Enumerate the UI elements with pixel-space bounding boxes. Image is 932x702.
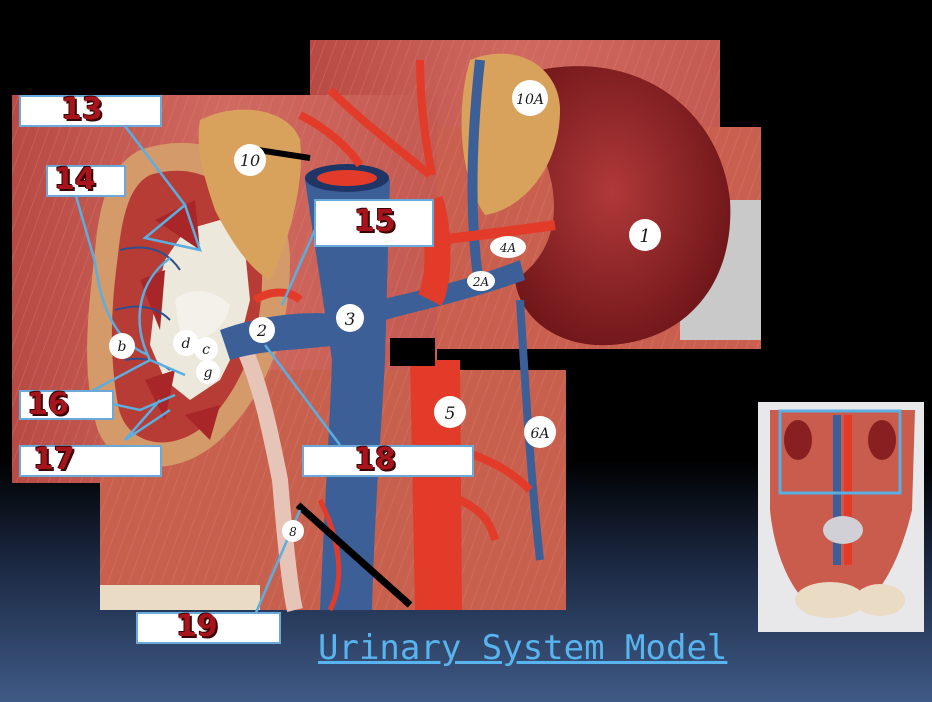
tag-3: 3 xyxy=(345,310,356,330)
label-18: 18 xyxy=(302,445,474,477)
tag-c: c xyxy=(202,342,210,358)
label-19-text: 19 xyxy=(176,609,218,644)
label-17: 17 xyxy=(19,445,162,477)
tag-8: 8 xyxy=(289,525,297,539)
tag-10a: 10A xyxy=(516,92,544,108)
label-13-text: 13 xyxy=(61,92,103,127)
label-16: 16 xyxy=(19,390,114,420)
kidney-section xyxy=(87,109,301,467)
label-17-text: 17 xyxy=(33,442,75,477)
label-14-text: 14 xyxy=(54,162,96,197)
vena-cava xyxy=(220,59,544,610)
tag-10: 10 xyxy=(240,151,260,170)
label-19: 19 xyxy=(136,612,281,644)
tag-1: 1 xyxy=(639,226,650,247)
title-link[interactable]: Urinary System Model xyxy=(318,628,728,668)
pointer-stick xyxy=(257,147,311,161)
label-18-text: 18 xyxy=(354,442,396,477)
label-14: 14 xyxy=(46,165,126,197)
tag-d: d xyxy=(182,336,191,352)
ureter xyxy=(232,336,303,612)
model-tags xyxy=(109,80,661,542)
inset-model-photo xyxy=(758,402,924,632)
tag-2a: 2A xyxy=(472,275,490,289)
tag-5: 5 xyxy=(445,404,456,424)
tag-g: g xyxy=(204,365,213,381)
label-15-text: 15 xyxy=(354,204,396,239)
photo-gap xyxy=(390,338,435,366)
tag-2: 2 xyxy=(256,321,267,340)
label-15: 15 xyxy=(314,199,434,247)
tag-b: b xyxy=(118,339,127,355)
label-13: 13 xyxy=(19,95,162,127)
tag-4a: 4A xyxy=(499,241,517,255)
model-tag-text: 10A 10 1 4A 2A 3 2 5 6A d c b g 8 xyxy=(118,92,651,539)
tag-6a: 6A xyxy=(530,426,549,442)
label-16-text: 16 xyxy=(27,387,69,422)
pointer-stick xyxy=(295,502,413,608)
